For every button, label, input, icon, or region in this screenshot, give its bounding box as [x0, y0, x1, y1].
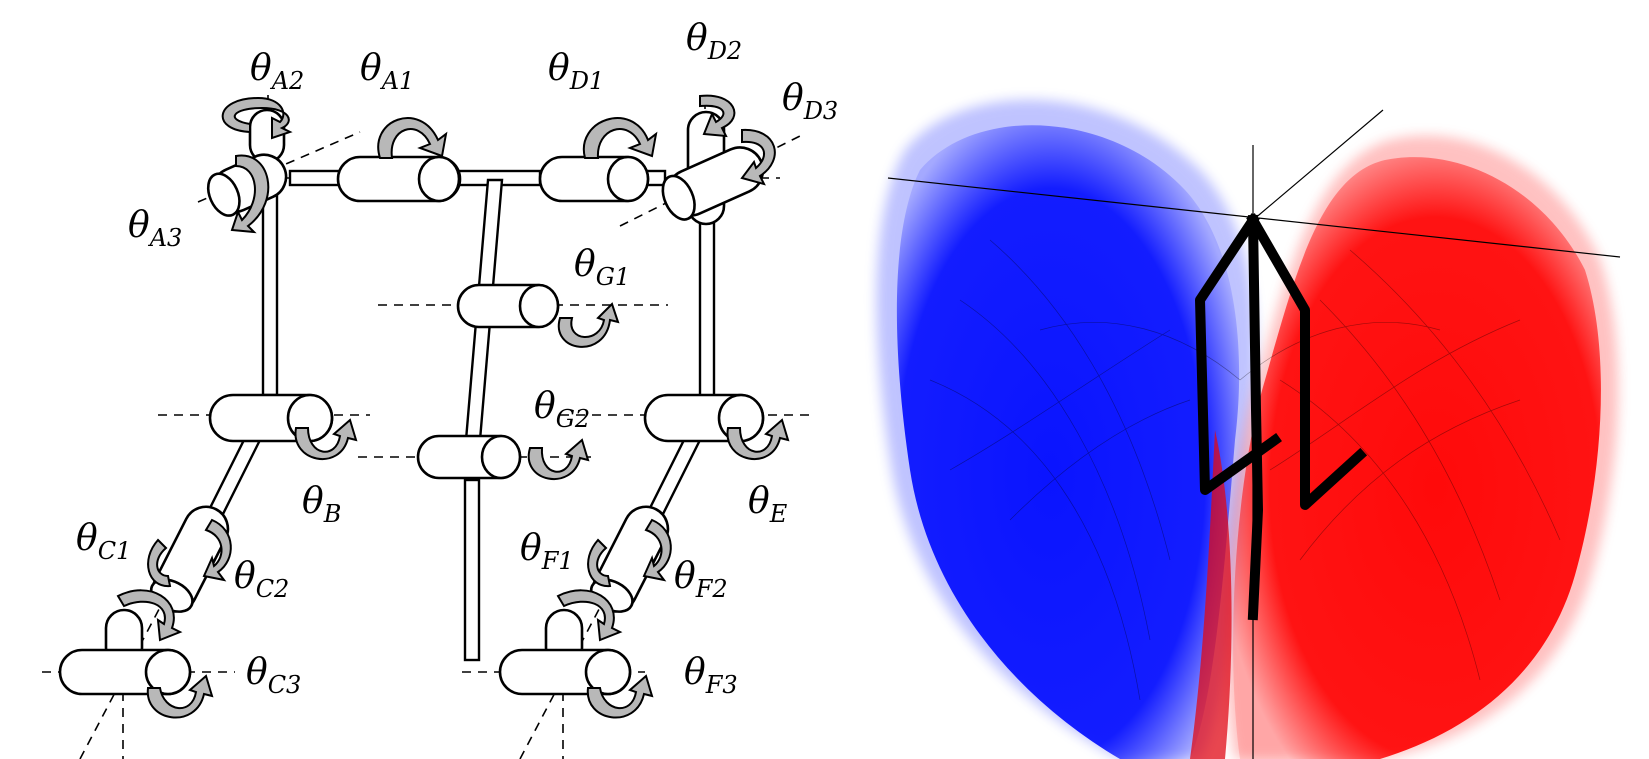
- rotation-arrow-icon: [202, 518, 232, 582]
- red-workspace: [1233, 157, 1601, 759]
- rotation-arrow-icon: [586, 674, 654, 719]
- center-leg: [1247, 214, 1263, 621]
- rotation-arrow-icon: [230, 154, 270, 234]
- rotation-arrow-icon: [582, 117, 658, 159]
- label-theta-a3: θA3: [128, 205, 182, 252]
- right-leg: [1246, 213, 1368, 510]
- rotation-arrow-icon: [556, 589, 623, 642]
- label-theta-d2: θD2: [686, 18, 742, 65]
- rotation-arrow-icon: [527, 438, 590, 481]
- rotation-arrow-icon: [147, 538, 172, 588]
- rotation-arrow-icon: [642, 518, 672, 582]
- label-theta-c2: θC2: [234, 556, 289, 603]
- label-theta-a1: θA1: [360, 48, 414, 95]
- label-theta-b: θB: [302, 481, 341, 528]
- rotation-arrow-icon: [740, 128, 776, 186]
- label-theta-e: θE: [748, 481, 788, 528]
- rotation-arrow-icon: [557, 302, 620, 348]
- label-theta-c3: θC3: [246, 652, 301, 699]
- rotation-arrow-icon: [116, 589, 183, 642]
- label-theta-f1: θF1: [520, 528, 574, 575]
- label-theta-d1: θD1: [548, 48, 604, 95]
- rotation-arrow-icon: [587, 538, 612, 588]
- label-theta-f3: θF3: [684, 652, 738, 699]
- workspace-plot: [876, 99, 1621, 759]
- blue-workspace: [896, 125, 1240, 759]
- rotation-arrow-icon: [146, 674, 214, 719]
- label-theta-f2: θF2: [674, 556, 728, 603]
- rotation-arrow-icon: [377, 117, 448, 159]
- rotation-arrow-icon: [294, 418, 358, 460]
- joint-labels: θA2 θA1 θA3 θD1 θD2 θD3 θG1 θG2 θB θE θC…: [76, 18, 838, 699]
- rotation-arrow-icon: [221, 96, 293, 140]
- kinematic-diagram: θA2 θA1 θA3 θD1 θD2 θD3 θG1 θG2 θB θE θC…: [42, 18, 838, 759]
- rotation-arrow-icon: [699, 94, 736, 138]
- left-leg: [1195, 213, 1282, 495]
- label-theta-g2: θG2: [534, 386, 590, 433]
- label-theta-a2: θA2: [250, 48, 304, 95]
- trajectory-texture: [929, 239, 1561, 701]
- label-theta-g1: θG1: [574, 244, 630, 291]
- robot-skeleton: [1195, 213, 1368, 621]
- rotation-arrows: [116, 94, 790, 719]
- label-theta-c1: θC1: [76, 518, 131, 565]
- rotation-arrow-icon: [726, 418, 790, 460]
- label-theta-d3: θD3: [782, 78, 838, 125]
- overlap-region: [1190, 430, 1232, 759]
